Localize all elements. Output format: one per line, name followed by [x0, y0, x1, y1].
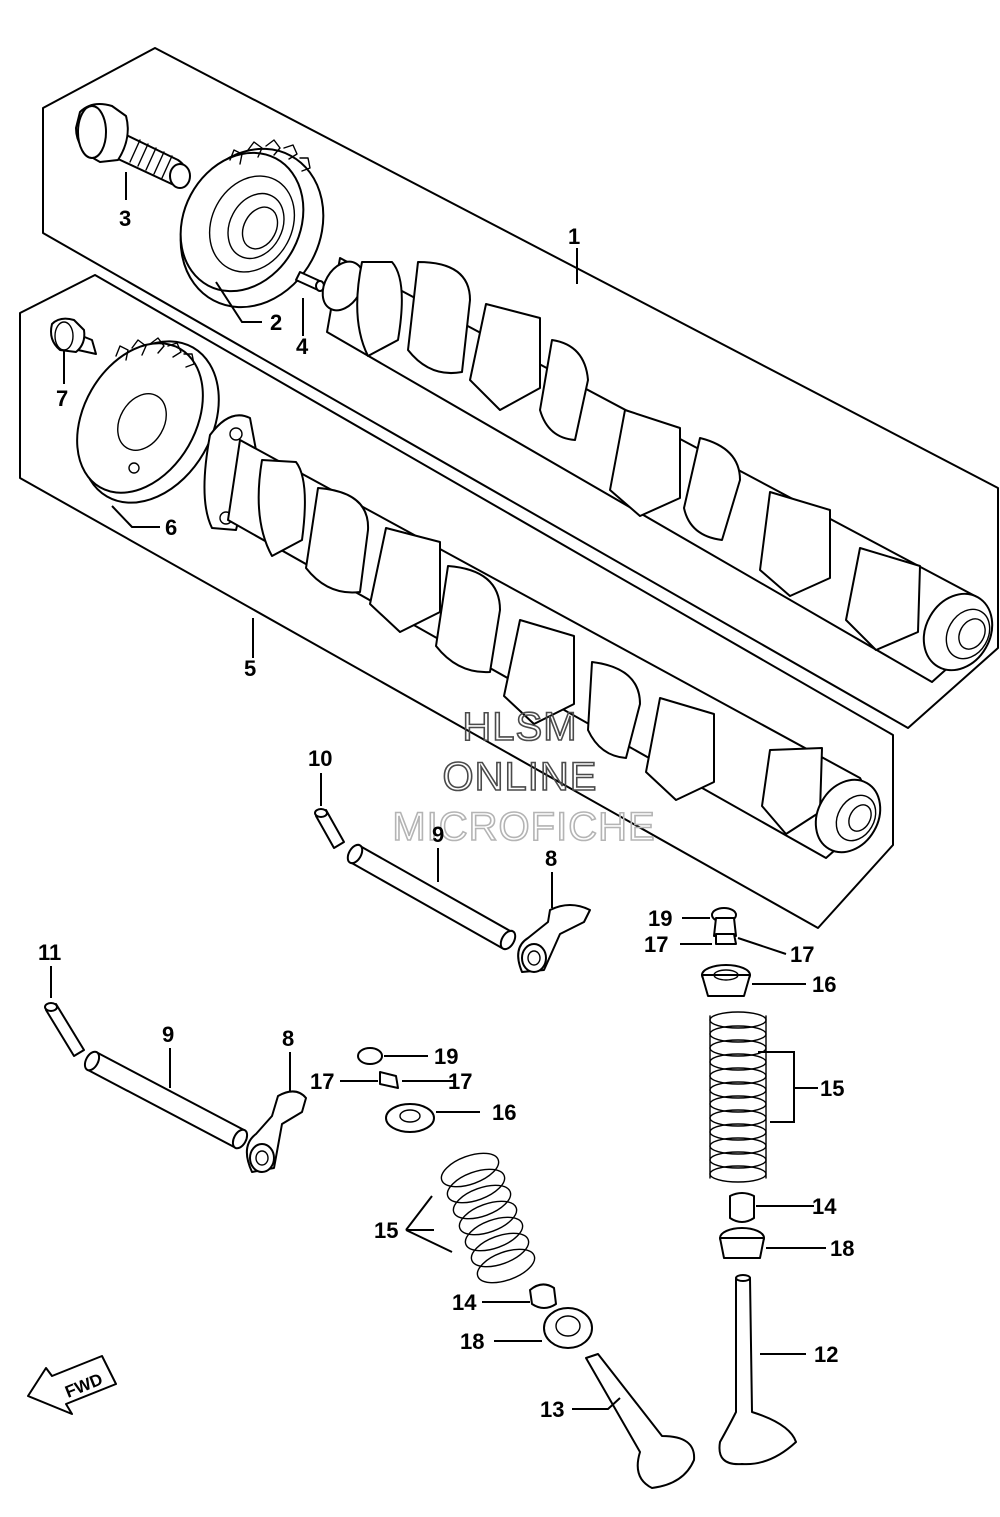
rocker-shaft-9-upper	[346, 843, 517, 951]
rocker-arm-8-lower	[245, 1090, 307, 1173]
seal-14-right	[729, 1192, 755, 1223]
callout-17-left-a: 17	[310, 1069, 334, 1094]
callout-16-right: 16	[812, 972, 836, 997]
callout-9-lower: 9	[162, 1022, 174, 1047]
callout-7: 7	[56, 386, 68, 411]
callout-18-right: 18	[830, 1236, 854, 1261]
callout-11: 11	[38, 940, 61, 965]
callout-8-lower: 8	[282, 1026, 294, 1051]
callout-19-right: 19	[648, 906, 672, 931]
watermark-line-1: HLSM	[462, 705, 577, 749]
watermark-line-2: ONLINE	[443, 755, 598, 799]
watermark: HLSM ONLINE MICROFICHE	[392, 704, 656, 850]
leader-lines	[50, 172, 826, 1410]
callout-17-right-a: 17	[644, 932, 668, 957]
callout-14-left: 14	[452, 1290, 477, 1315]
camshaft-5	[203, 414, 882, 859]
callout-14-right: 14	[812, 1194, 837, 1219]
pin-10	[314, 808, 345, 849]
callout-13: 13	[540, 1397, 564, 1422]
retainer-16-left	[385, 1103, 435, 1133]
valve-assembly-right	[701, 907, 797, 1466]
camshaft-1	[321, 257, 994, 683]
callout-15-right: 15	[820, 1076, 844, 1101]
seal-14-left	[529, 1283, 557, 1309]
callout-15-left: 15	[374, 1218, 398, 1243]
sprocket-bolt-3	[75, 103, 191, 189]
camshaft-5-group-box	[19, 274, 894, 929]
cam-sprocket-2	[179, 139, 325, 309]
callout-6: 6	[165, 515, 177, 540]
cotter-17-right	[715, 933, 737, 945]
callout-10: 10	[308, 746, 332, 771]
shim-19-left	[357, 1047, 383, 1065]
valve-assembly-left	[357, 1047, 696, 1489]
callout-17-left-b: 17	[448, 1069, 472, 1094]
fwd-direction-arrow: FWD	[27, 1355, 117, 1415]
callout-8-upper: 8	[545, 846, 557, 871]
rocker-shaft-9-lower	[83, 1050, 249, 1150]
watermark-line-3: MICROFICHE	[392, 805, 655, 849]
pin-11	[44, 1002, 85, 1057]
seat-18-left	[543, 1307, 593, 1349]
callout-labels: 3 1 2 4 7 6 5 10 9 8 19 17 17 11 16 9 8 …	[38, 206, 854, 1422]
cotter-17-left	[379, 1071, 399, 1089]
callout-4: 4	[296, 334, 309, 359]
callout-17-right-b: 17	[790, 942, 814, 967]
callout-18-left: 18	[460, 1329, 484, 1354]
callout-5: 5	[244, 656, 256, 681]
dowel-pin-4	[295, 271, 325, 292]
callout-12: 12	[814, 1342, 838, 1367]
callout-3: 3	[119, 206, 131, 231]
valve-12	[718, 1277, 797, 1466]
sprocket-bolt-7	[50, 317, 97, 355]
valve-spring-15-left	[440, 1152, 536, 1284]
valve-13	[585, 1353, 696, 1489]
valve-spring-15-right	[709, 1011, 767, 1183]
callout-16-left: 16	[492, 1100, 516, 1125]
camshaft-1-group-box	[42, 47, 999, 729]
callout-2: 2	[270, 310, 282, 335]
callout-19-left: 19	[434, 1044, 458, 1069]
callout-1: 1	[568, 224, 580, 249]
cam-sprocket-6	[76, 337, 220, 504]
rocker-arm-8-upper	[517, 904, 591, 973]
callout-9-upper: 9	[432, 822, 444, 847]
